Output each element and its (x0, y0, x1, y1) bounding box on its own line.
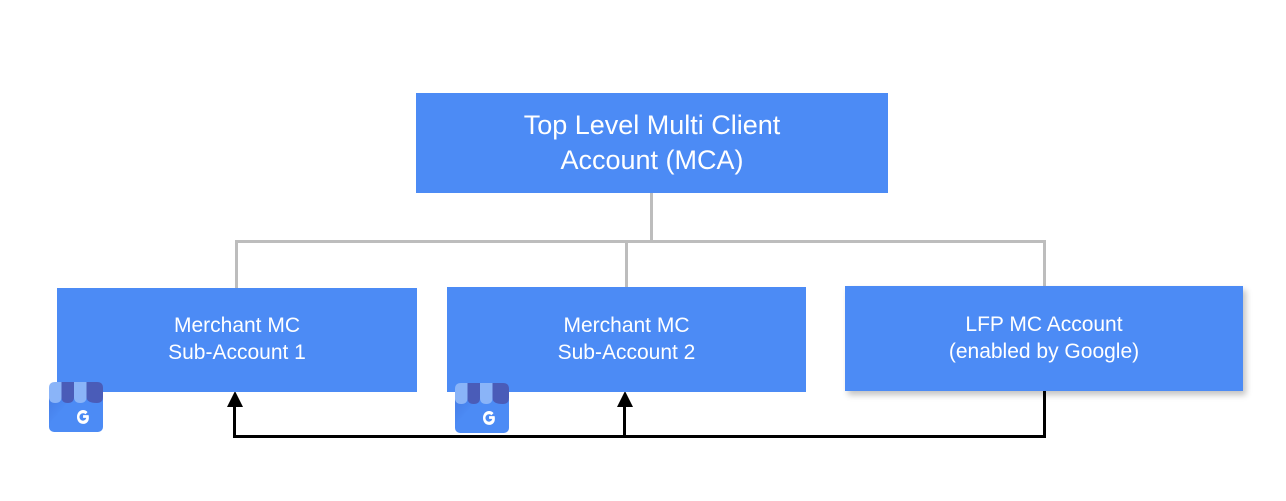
node-top-level-mca-label: Top Level Multi Client Account (MCA) (523, 110, 781, 175)
flow-line-horizontal (233, 435, 1046, 438)
arrowhead-to-sub2-icon (617, 391, 633, 407)
node-merchant-sub-account-1[interactable]: Merchant MC Sub-Account 1 (57, 288, 417, 392)
node-merchant-sub-account-2-label: Merchant MC Sub-Account 2 (557, 313, 696, 364)
google-business-profile-icon (41, 366, 111, 436)
google-business-profile-icon (447, 367, 517, 437)
connector-drop-lfp (1043, 240, 1046, 288)
node-merchant-sub-account-1-label: Merchant MC Sub-Account 1 (168, 314, 306, 364)
connector-drop-sub2 (625, 240, 628, 290)
flow-line-lfp-down (1043, 391, 1046, 437)
connector-drop-sub1 (235, 240, 238, 290)
connector-mca-stem (650, 193, 653, 242)
node-lfp-mc-account-label: LFP MC Account (enabled by Google) (948, 312, 1140, 363)
connector-horizontal-bus (235, 240, 1045, 243)
arrowhead-to-sub1-icon (227, 391, 243, 407)
node-lfp-mc-account[interactable]: LFP MC Account (enabled by Google) (845, 286, 1243, 391)
node-top-level-mca[interactable]: Top Level Multi Client Account (MCA) (416, 93, 888, 193)
flow-line-up-sub2 (623, 404, 626, 437)
node-merchant-sub-account-2[interactable]: Merchant MC Sub-Account 2 (447, 287, 806, 392)
flow-line-up-sub1 (233, 404, 236, 437)
